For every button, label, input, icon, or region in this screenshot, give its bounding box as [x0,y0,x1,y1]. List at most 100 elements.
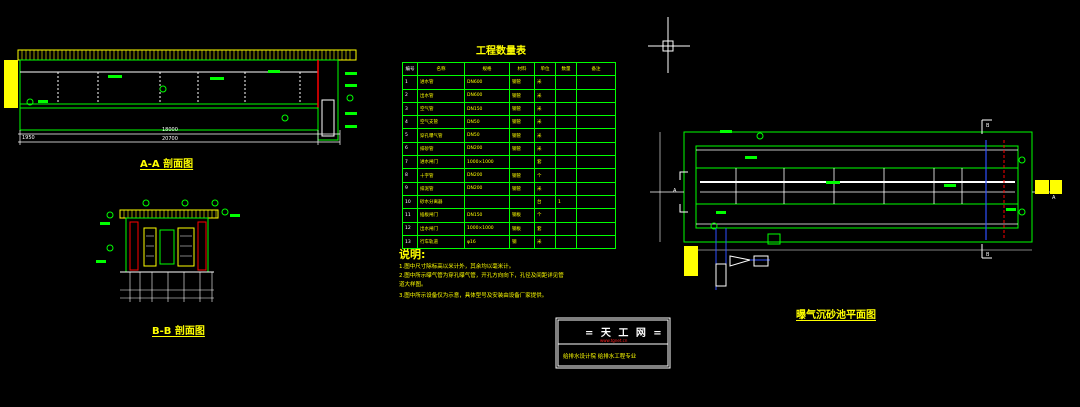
table-cell: 钢管 [509,141,535,157]
table-cell: 排砂管 [417,141,465,157]
plan-view-title: 曝气沉砂池平面图 [796,310,876,321]
table-cell: 米 [534,181,556,196]
table-cell: 砂水分离器 [417,194,465,210]
table-cell [576,88,616,103]
table-cell: 米 [534,88,556,103]
table-cell: 钢 [509,234,535,250]
table-cell: 插板闸门 [417,208,465,223]
table-cell: 套 [534,155,556,170]
dim-label-3: 20700 [162,136,178,142]
table-cell [555,221,577,236]
table-cell [576,194,616,210]
note-line-3: 道大样图。 [399,282,427,288]
section-aa-drawing [4,49,357,145]
dim-label-1: 1950 [22,135,35,141]
plan-view-drawing [650,119,1062,290]
table-cell: φ16 [464,234,510,250]
table-cell: 1 [402,75,418,90]
plan-marker-b-bottom: B [986,252,990,258]
table-cell: DN50 [464,115,510,130]
table-cell [576,234,616,250]
table-cell: 4 [402,115,418,130]
table-cell: 1000×1000 [464,155,510,170]
table-cell: 钢管 [509,101,535,117]
table-cell: 钢管 [509,75,535,90]
dim-label-2: 18000 [162,127,178,133]
table-header-cell: 数量 [555,61,577,77]
section-bb-drawing [96,199,240,302]
table-header-cell: 编号 [402,61,418,77]
table-header-cell: 名称 [417,61,465,77]
table-cell [555,75,577,90]
table-cell [555,128,577,143]
table-cell [555,88,577,103]
table-cell: 10 [402,194,418,210]
table-cell: 8 [402,168,418,183]
stamp-title: = 天 工 网 = [585,328,664,339]
table-cell: 钢管 [509,181,535,196]
table-cell: 十字管 [417,168,465,183]
table-cell [464,194,510,210]
table-cell: 进水闸门 [417,155,465,170]
table-cell: DN150 [464,208,510,223]
table-cell: DN50 [464,128,510,143]
table-cell: DN200 [464,181,510,196]
table-cell: 米 [534,115,556,130]
table-cell [555,155,577,170]
table-cell: 钢板 [509,221,535,236]
table-cell: 钢管 [509,128,535,143]
note-line-1: 1.图中尺寸除标高以米计外，其余均以毫米计。 [399,264,515,270]
title-stamp-box [555,317,671,369]
table-cell: DN150 [464,101,510,117]
table-cell: 米 [534,234,556,250]
table-cell [576,141,616,157]
table-cell: 12 [402,221,418,236]
table-cell: 3 [402,101,418,117]
table-cell: 11 [402,208,418,223]
table-cell [555,234,577,250]
stamp-bottom-text: 给排水设计院 给排水工程专业 [563,354,637,360]
table-cell [576,101,616,117]
table-cell: DN600 [464,75,510,90]
quantity-table-title: 工程数量表 [476,46,526,57]
plan-marker-a-left: A [673,188,677,194]
table-cell [576,128,616,143]
table-cell [509,194,535,210]
table-header-cell: 单位 [534,61,556,77]
table-cell: 穿孔曝气管 [417,128,465,143]
table-cell [576,181,616,196]
crosshair-cursor-icon [648,17,690,73]
table-cell: 空气管 [417,101,465,117]
section-aa-title: A-A 剖面图 [140,159,194,170]
table-cell: 1 [555,194,577,210]
table-cell: 7 [402,155,418,170]
table-cell [576,208,616,223]
note-line-4: 3.图中所示设备仅为示意，具体型号及安装由设备厂家提供。 [399,293,548,299]
table-header-cell: 材料 [509,61,535,77]
table-cell [509,155,535,170]
table-cell [576,168,616,183]
table-cell: DN200 [464,141,510,157]
table-cell: 钢板 [509,208,535,223]
table-cell [576,155,616,170]
table-cell: 米 [534,128,556,143]
stamp-url: www.tgnet.cn [600,338,628,343]
table-cell [555,181,577,196]
table-cell: 6 [402,141,418,157]
note-line-2: 2.图中所示曝气管为穿孔曝气管，开孔方向向下，孔径及间距详见管 [399,273,564,279]
table-cell: 米 [534,75,556,90]
table-cell: 9 [402,181,418,196]
table-cell: 5 [402,128,418,143]
table-cell [555,168,577,183]
